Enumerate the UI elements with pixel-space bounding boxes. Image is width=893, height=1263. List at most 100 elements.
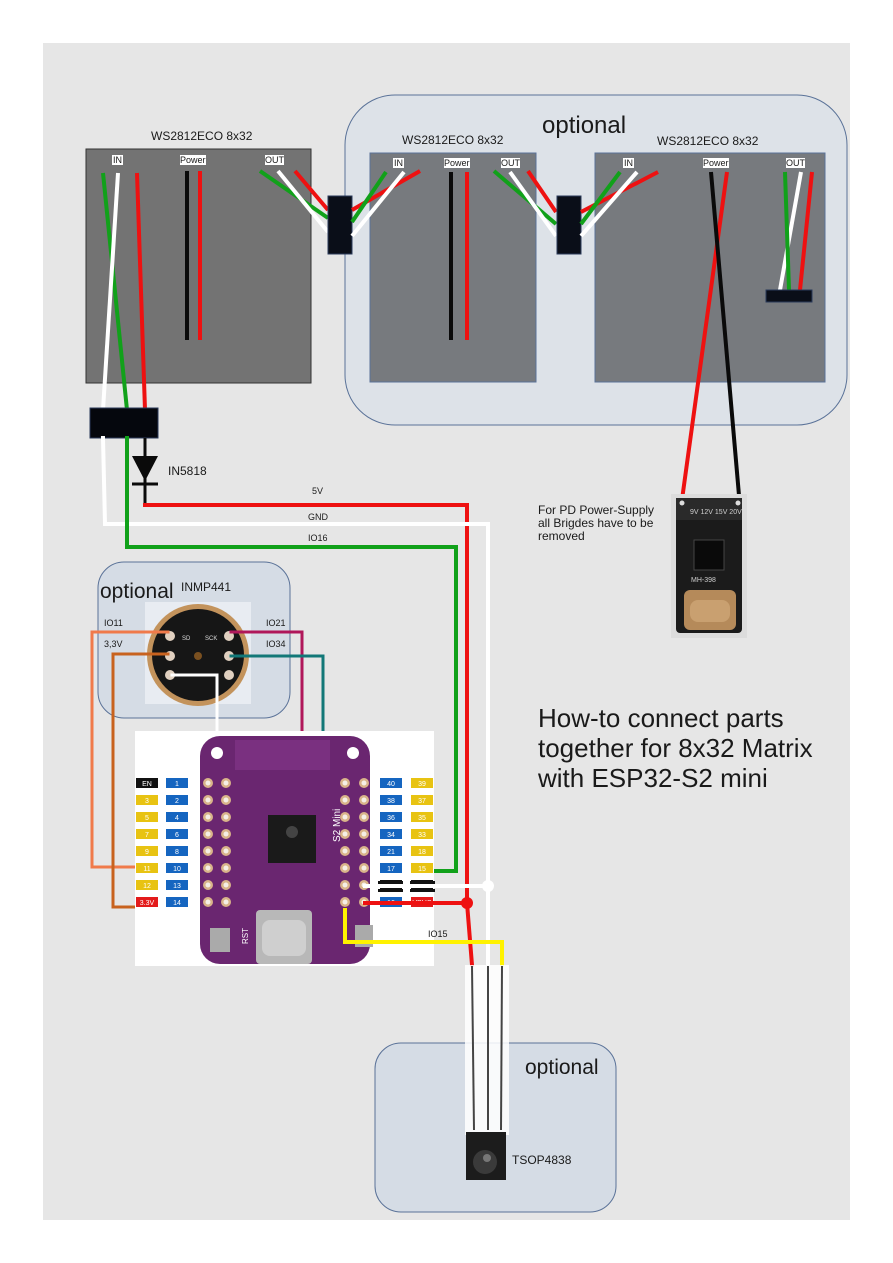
pin-tag-left-inner-label: 10	[173, 866, 181, 873]
pin-tag-left-outer: 9	[136, 846, 158, 856]
pin-tag-right-inner-label: 21	[387, 849, 395, 856]
pin-tag-left-outer-label: 5	[145, 815, 149, 822]
board-pad-hole	[342, 797, 348, 803]
junction-5v	[461, 897, 473, 909]
pin-tag-left-outer-label: 11	[143, 866, 150, 873]
pin-tag-left-outer: 3	[136, 795, 158, 805]
pd-note-line-2: all Brigdes have to be	[538, 516, 654, 530]
board-pad-hole	[205, 780, 211, 786]
pin-tag-left-outer-label: 3	[145, 798, 149, 805]
pin-tag-right-outer-label: 33	[418, 832, 426, 839]
pin-tag-right-inner-label: 38	[387, 798, 395, 805]
junction-gnd	[482, 880, 494, 892]
input-connector	[89, 407, 159, 439]
pin-tag-right-outer: 33	[411, 829, 433, 839]
board-pad-hole	[205, 899, 211, 905]
wire-label-io16: IO16	[308, 533, 328, 543]
pin-tag-right-inner: 38	[380, 795, 402, 805]
pin-tag-left-outer-label: EN	[142, 781, 152, 788]
pin-tag-right-inner: 40	[380, 778, 402, 788]
pin-tag-left-inner: 2	[166, 795, 188, 805]
wire-label-gnd: GND	[308, 512, 329, 522]
pd-note-line-3: removed	[538, 529, 585, 543]
pin-tag-left-inner: 14	[166, 897, 188, 907]
board-pad-hole	[361, 814, 367, 820]
pin-tag-right-outer: 35	[411, 812, 433, 822]
board-pad-hole	[223, 848, 229, 854]
board-pad-hole	[361, 780, 367, 786]
mic-pin-3v3: 3,3V	[104, 639, 123, 649]
pin-tag-right-inner: 36	[380, 812, 402, 822]
mic-pad-sck: SCK	[205, 636, 217, 642]
pin-tag-right-outer: 18	[411, 846, 433, 856]
pin-tag-right-outer: 37	[411, 795, 433, 805]
matrix-panel-2: WS2812ECO 8x32 IN Power OUT	[350, 133, 558, 383]
pin-tag-left-inner: 13	[166, 880, 188, 890]
pin-tag-left-outer: 11	[136, 863, 158, 873]
pin-tag-left-inner-label: 1	[175, 781, 179, 788]
board-pad-hole	[205, 882, 211, 888]
matrix-3-pin-in: IN	[624, 158, 633, 168]
board-pad-hole	[342, 899, 348, 905]
pin-tag-right-inner-label: 40	[387, 781, 395, 788]
pin-tag-right-inner: 21	[380, 846, 402, 856]
pin-tag-left-outer: 7	[136, 829, 158, 839]
mic-pin-io11: IO11	[104, 618, 123, 628]
wire-io15	[343, 908, 504, 967]
pin-tag-left-outer-label: 12	[143, 883, 151, 890]
wire-gnd	[100, 435, 490, 967]
board-pad-hole	[361, 797, 367, 803]
board-pad-hole	[205, 814, 211, 820]
pd-voltage-options: 9V 12V 15V 20V	[690, 509, 742, 516]
ir-receiver	[465, 965, 509, 1180]
board-pad-hole	[223, 882, 229, 888]
board-pad-hole	[361, 848, 367, 854]
pin-tag-left-inner-label: 14	[173, 900, 181, 907]
connector-1-2	[327, 195, 353, 255]
pin-tag-left-inner-label: 13	[173, 883, 181, 890]
pin-tag-left-outer: EN	[136, 778, 158, 788]
pin-tag-left-inner: 1	[166, 778, 188, 788]
mic-module: SD SCK	[145, 602, 251, 706]
matrix-1-pin-power: Power	[180, 155, 206, 165]
matrix-2-pin-in: IN	[394, 158, 403, 168]
board-pad-hole	[361, 865, 367, 871]
pin-tag-right-inner-label: 36	[387, 815, 395, 822]
matrix-title-2: WS2812ECO 8x32	[402, 133, 504, 147]
matrix-panel-3: WS2812ECO 8x32 IN Power OUT	[579, 134, 826, 383]
matrix-1-pin-in: IN	[113, 155, 122, 165]
pin-tag-right-inner: 34	[380, 829, 402, 839]
title-line-2: together for 8x32 Matrix	[538, 733, 813, 763]
pin-tag-left-inner: 6	[166, 829, 188, 839]
pin-tag-right-outer-label: 37	[418, 798, 426, 805]
board-pad-hole	[205, 865, 211, 871]
board-pad-hole	[205, 831, 211, 837]
board-pad-hole	[205, 848, 211, 854]
board-pad-hole	[342, 814, 348, 820]
matrix-3-pin-out: OUT	[786, 158, 806, 168]
board-pad-hole	[342, 831, 348, 837]
optional-label-ir: optional	[525, 1056, 599, 1079]
esp32-pads	[203, 778, 369, 907]
matrix-2-pin-out: OUT	[501, 158, 521, 168]
board-pad-hole	[223, 831, 229, 837]
board-pad-hole	[342, 865, 348, 871]
pin-tag-left-outer: 12	[136, 880, 158, 890]
board-pad-hole	[361, 831, 367, 837]
pd-note-line-1: For PD Power-Supply	[538, 503, 654, 517]
pin-tag-left-inner-label: 6	[175, 832, 179, 839]
board-pad-hole	[342, 780, 348, 786]
gnd-markers	[378, 881, 435, 892]
mic-name: INMP441	[181, 580, 231, 594]
board-rst-label: RST	[241, 928, 250, 944]
board-pad-hole	[342, 848, 348, 854]
pin-tag-right-outer-label: 35	[418, 815, 426, 822]
pin-tag-right-inner-label: 34	[387, 832, 395, 839]
pin-tag-left-inner-label: 8	[175, 849, 179, 856]
optional-label-mic: optional	[100, 580, 174, 603]
pd-power-supply-board: 9V 12V 15V 20V MH-398	[671, 494, 747, 638]
diode-label: IN5818	[168, 464, 207, 478]
title-line-3: with ESP32-S2 mini	[537, 763, 768, 793]
pin-tag-left-inner-label: 4	[175, 815, 179, 822]
